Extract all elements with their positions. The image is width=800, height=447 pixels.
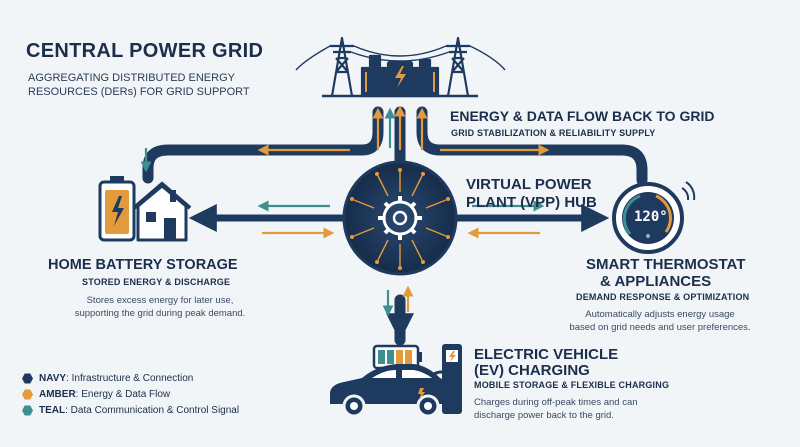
thermostat-desc-line1: Automatically adjusts energy usage: [585, 309, 735, 320]
legend-teal-swatch-icon: [22, 405, 33, 416]
hub-spoke-arrows: [188, 204, 610, 342]
legend-item-navy: NAVY: Infrastructure & Connection: [22, 373, 193, 384]
legend-text: : Infrastructure & Connection: [66, 373, 194, 384]
thermostat-display: 120°: [634, 209, 668, 225]
page-subtitle-line1: AGGREGATING DISTRIBUTED ENERGY: [28, 72, 235, 84]
ev-title-line1: ELECTRIC VEHICLE: [474, 346, 619, 363]
legend-item-teal: TEAL: Data Communication & Control Signa…: [22, 405, 239, 416]
ev-subtitle: MOBILE STORAGE & FLEXIBLE CHARGING: [474, 380, 670, 390]
legend-key: NAVY: [39, 373, 67, 384]
legend-text: : Data Communication & Control Signal: [65, 405, 240, 416]
legend-text: : Energy & Data Flow: [75, 389, 171, 400]
ev-description: Charges during off-peak times and can di…: [474, 396, 638, 422]
legend-key: TEAL: [39, 405, 66, 416]
home-title: HOME BATTERY STORAGE: [48, 257, 238, 273]
home-subtitle: STORED ENERGY & DISCHARGE: [82, 277, 231, 287]
page-subtitle-line2: RESOURCES (DERs) FOR GRID SUPPORT: [28, 86, 250, 98]
legend-navy-swatch-icon: [22, 373, 33, 384]
vpp-hub-icon: [342, 160, 458, 276]
flow-subtitle: GRID STABILIZATION & RELIABILITY SUPPLY: [451, 128, 656, 138]
house-battery-icon: [98, 176, 192, 242]
gear-icon: [378, 196, 422, 240]
pipe-home-to-grid: [142, 106, 384, 184]
hub-title-line1: VIRTUAL POWER: [466, 176, 592, 193]
wifi-signal-icon: [681, 181, 696, 201]
thermostat-description: Automatically adjusts energy usage based…: [560, 308, 760, 334]
legend-key: AMBER: [39, 389, 76, 400]
home-desc-line2: supporting the grid during peak demand.: [74, 308, 246, 319]
legend-amber-swatch-icon: [22, 389, 33, 400]
ev-desc-line2: discharge power back to the grid.: [474, 410, 614, 421]
circuit-nodes: [350, 168, 450, 270]
hub-title-line2: PLANT (VPP) HUB: [466, 194, 597, 211]
page-title: CENTRAL POWER GRID: [26, 40, 264, 62]
thermostat-desc-line2: based on grid needs and user preferences…: [569, 322, 751, 333]
thermostat-icon: [612, 181, 696, 254]
ev-title-line2: (EV) CHARGING: [474, 362, 590, 379]
thermostat-subtitle: DEMAND RESPONSE & OPTIMIZATION: [576, 292, 750, 302]
ev-desc-line1: Charges during off-peak times and can: [474, 397, 638, 408]
thermostat-title-line1: SMART THERMOSTAT: [586, 256, 746, 273]
legend-item-amber: AMBER: Energy & Data Flow: [22, 389, 170, 400]
home-description: Stores excess energy for later use, supp…: [50, 294, 270, 320]
car-charger-icon: [330, 344, 462, 418]
thermostat-title-line2: & APPLIANCES: [600, 273, 712, 290]
home-desc-line1: Stores excess energy for later use,: [86, 295, 234, 306]
circuit-traces: [353, 172, 447, 266]
flow-title: ENERGY & DATA FLOW BACK TO GRID: [450, 108, 715, 124]
data-signal-arrows: [140, 107, 545, 317]
energy-flow-arrows: [257, 105, 550, 312]
power-grid-icon: [295, 36, 506, 98]
